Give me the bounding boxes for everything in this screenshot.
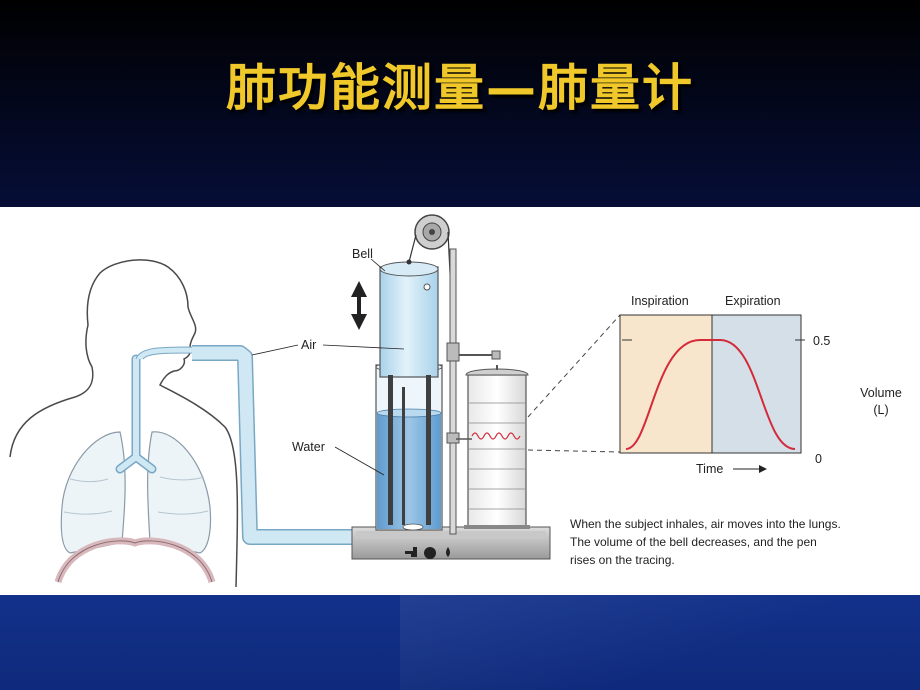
drum-tracing (471, 432, 521, 440)
zoom-line-bottom (527, 449, 621, 453)
y-axis-label: Volume (860, 386, 902, 400)
water (377, 413, 441, 529)
guide-rod (449, 248, 457, 535)
base-knob-icon (424, 547, 436, 559)
spirometer-diagram: Bell Air Water Inspiration Expiration 0.… (9, 214, 902, 588)
base-valve-icon (405, 547, 417, 557)
base-drain-icon (446, 547, 450, 557)
breathing-tube (192, 345, 352, 545)
inner-tube-left (388, 375, 393, 525)
spirometer (351, 214, 551, 560)
recording-drum (467, 374, 527, 528)
zoom-line-top (527, 314, 621, 418)
label-air: Air (301, 338, 316, 352)
human-figure (9, 259, 239, 588)
caption-line-1: When the subject inhales, air moves into… (570, 517, 841, 531)
phase-expiration-label: Expiration (725, 294, 781, 308)
inspiration-region (620, 315, 712, 453)
x-axis-label: Time (696, 462, 723, 476)
label-bell: Bell (352, 247, 373, 261)
footer-band (0, 595, 920, 690)
inner-tube-right (426, 375, 431, 525)
caption: When the subject inhales, air moves into… (570, 517, 841, 567)
footer-swoosh (400, 595, 920, 690)
up-down-arrow-icon (351, 281, 367, 330)
caption-line-2: The volume of the bell decreases, and th… (570, 535, 817, 549)
phase-inspiration-label: Inspiration (631, 294, 689, 308)
label-water: Water (292, 440, 325, 454)
caption-line-3: rises on the tracing. (570, 553, 675, 567)
diaphragm-outline (57, 540, 213, 583)
slide-title: 肺功能测量—肺量计 (226, 59, 694, 117)
volume-trace (625, 339, 796, 450)
volume-time-graph: Inspiration Expiration 0.5 0 Volume (L) … (619, 294, 902, 476)
y-tick-bottom: 0 (815, 452, 822, 466)
lungs (60, 431, 212, 554)
airway (115, 346, 196, 474)
y-axis-unit: (L) (873, 403, 888, 417)
bell (379, 266, 439, 378)
figure-panel: Bell Air Water Inspiration Expiration 0.… (0, 207, 920, 595)
y-tick-top: 0.5 (813, 334, 830, 348)
